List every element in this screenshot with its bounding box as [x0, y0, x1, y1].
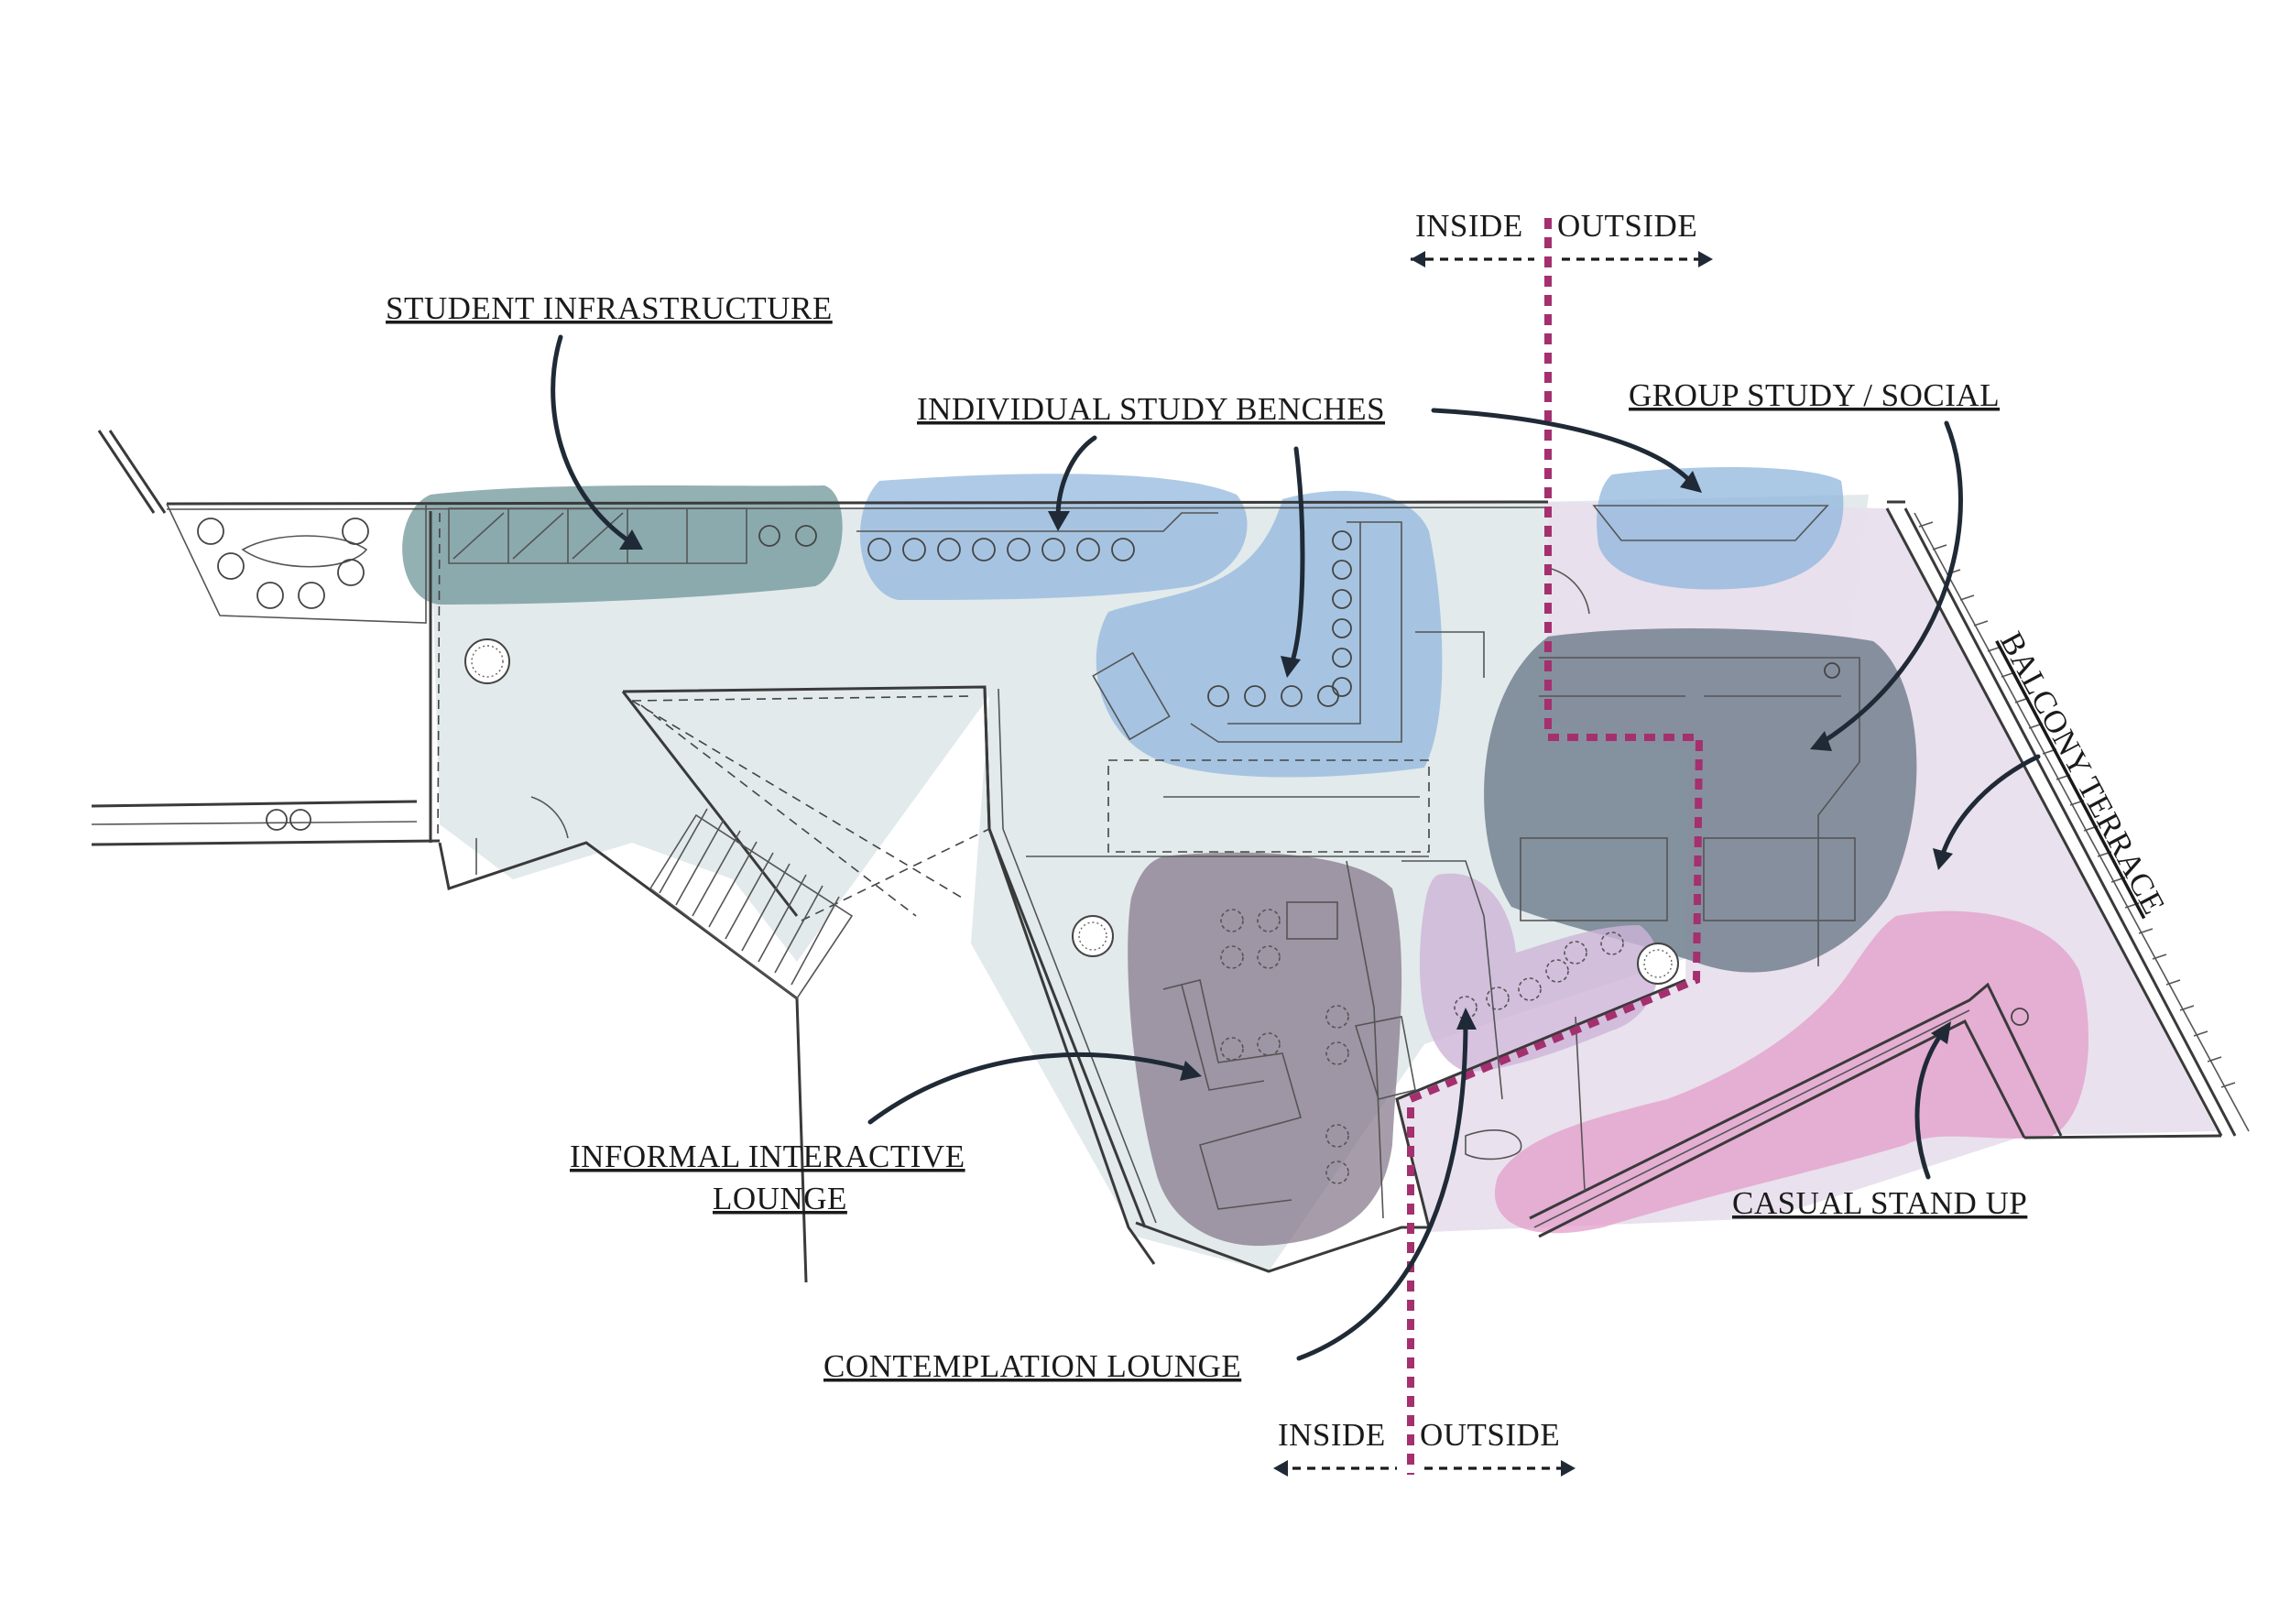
arrow-informal-lounge — [867, 1052, 1192, 1125]
label-casual-stand-up: CASUAL STAND UP — [1732, 1185, 2027, 1221]
arrow-contemplation — [1296, 1019, 1468, 1361]
top-io-marker: INSIDE OUTSIDE — [1411, 208, 1713, 267]
arrow-balcony — [1939, 754, 2041, 859]
zone-individual-benches-corner — [1096, 490, 1443, 778]
bottom-io-marker: INSIDE OUTSIDE — [1273, 1417, 1576, 1477]
label-student-infrastructure: STUDENT INFRASTRUCTURE — [386, 290, 833, 326]
balcony-rail — [1918, 521, 2236, 1088]
inside-outside-boundary — [1407, 218, 1704, 1475]
bottom-outside-label: OUTSIDE — [1420, 1417, 1560, 1453]
zone-individual-benches-top — [859, 474, 1248, 600]
staircase — [649, 808, 854, 1000]
arrow-benches-corner — [1289, 446, 1305, 667]
zone-informal-lounge — [1128, 852, 1402, 1247]
seating — [197, 518, 2029, 1184]
zones — [402, 466, 2088, 1247]
zone-group-study-top — [1597, 466, 1844, 590]
label-informal-interactive: INFORMAL INTERACTIVE — [570, 1139, 965, 1174]
boundary-line — [1407, 218, 1704, 1475]
arrow-casual-stand — [1914, 1030, 1945, 1180]
arrow-group-study — [1820, 420, 1963, 745]
walls — [91, 430, 2250, 1283]
top-outside-label: OUTSIDE — [1557, 208, 1697, 244]
bottom-inside-label: INSIDE — [1278, 1417, 1386, 1453]
zone-casual-stand — [1494, 910, 2088, 1234]
zone-contemplation — [1419, 873, 1660, 1072]
arrow-benches-top — [1055, 435, 1097, 520]
label-lounge: LOUNGE — [713, 1181, 847, 1216]
label-contemplation-lounge: CONTEMPLATION LOUNGE — [823, 1348, 1241, 1384]
arrow-group-study-top — [1431, 408, 1693, 484]
arrow-student-infrastructure — [551, 334, 635, 546]
label-group-study-social: GROUP STUDY / SOCIAL — [1629, 377, 2000, 413]
label-individual-study-benches: INDIVIDUAL STUDY BENCHES — [917, 391, 1385, 427]
top-inside-label: INSIDE — [1415, 208, 1523, 244]
annotation-arrows — [551, 334, 2041, 1361]
